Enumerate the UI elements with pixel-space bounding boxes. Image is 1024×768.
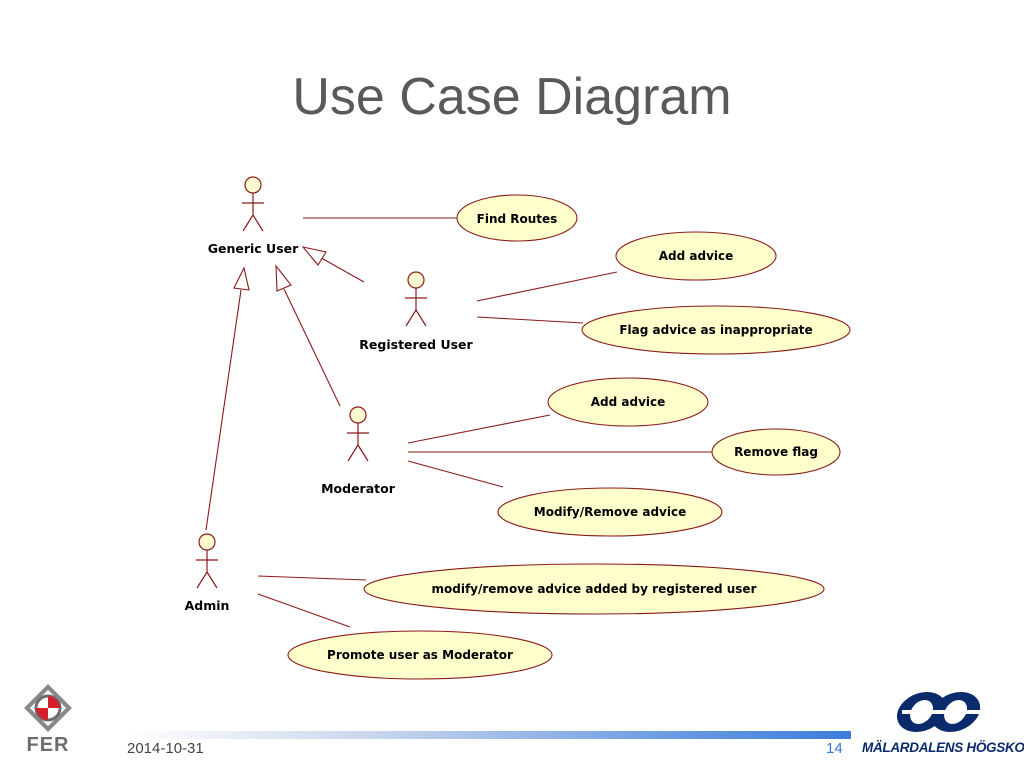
usecase-modify-remove-advice — [497, 487, 723, 537]
usecase-promote-user — [287, 630, 553, 680]
usecase-label-add-advice-registered: Add advice — [659, 249, 734, 263]
generalization-lines — [205, 246, 365, 531]
usecase-modify-remove-registered — [363, 563, 825, 615]
fer-emblem-icon — [24, 684, 72, 732]
actor-label-generic-user: Generic User — [208, 241, 299, 256]
assoc-registered-flag-advice — [476, 316, 584, 324]
assoc-registered-add-advice — [476, 271, 618, 302]
assoc-admin-promote — [257, 593, 351, 628]
gen-moderator-to-generic — [283, 288, 341, 407]
association-lines — [257, 217, 713, 628]
actor-registered-user: Registered User — [359, 271, 474, 352]
usecase-remove-flag — [711, 428, 841, 476]
usecase-label-remove-flag: Remove flag — [734, 445, 818, 459]
usecase-find-routes — [456, 194, 578, 242]
usecase-add-advice-registered — [615, 231, 777, 281]
mdh-logo: MÄLARDALENS HÖGSKOLA — [862, 688, 1024, 760]
usecase-label-promote-user: Promote user as Moderator — [327, 648, 513, 662]
actor-label-admin: Admin — [185, 598, 230, 613]
slide-title: Use Case Diagram — [292, 68, 732, 126]
gen-admin-to-generic — [205, 289, 242, 531]
actor-moderator: Moderator — [321, 406, 396, 496]
usecase-label-modify-remove-advice: Modify/Remove advice — [534, 505, 686, 519]
usecase-label-modify-remove-registered: modify/remove advice added by registered… — [432, 582, 757, 596]
usecase-flag-advice — [581, 305, 851, 355]
page-number: 14 — [826, 740, 843, 757]
actor-label-registered-user: Registered User — [359, 337, 473, 352]
footer-bar — [125, 731, 851, 739]
actor-label-moderator: Moderator — [321, 481, 396, 496]
mdh-logo-text: MÄLARDALENS HÖGSKOLA — [862, 740, 1024, 755]
usecase-label-flag-advice: Flag advice as inappropriate — [619, 323, 812, 337]
gen-arrow-admin — [233, 266, 250, 291]
assoc-moderator-modify-remove — [407, 460, 504, 488]
assoc-admin-modify-registered — [257, 575, 367, 581]
footer-date: 2014-10-31 — [127, 740, 204, 757]
usecase-label-find-routes: Find Routes — [477, 212, 558, 226]
fer-logo-text: FER — [26, 734, 70, 756]
gen-arrow-registered — [301, 246, 327, 266]
gen-arrow-moderator — [275, 264, 292, 292]
usecase-label-add-advice-moderator: Add advice — [591, 395, 666, 409]
assoc-moderator-add-advice — [407, 414, 551, 444]
fer-logo: FER — [18, 682, 78, 762]
actor-admin: Admin — [185, 533, 230, 613]
actor-generic-user: Generic User — [208, 176, 299, 256]
mdh-emblem-icon — [896, 692, 982, 732]
usecase-add-advice-moderator — [547, 377, 709, 427]
gen-registered-to-generic — [315, 254, 365, 283]
